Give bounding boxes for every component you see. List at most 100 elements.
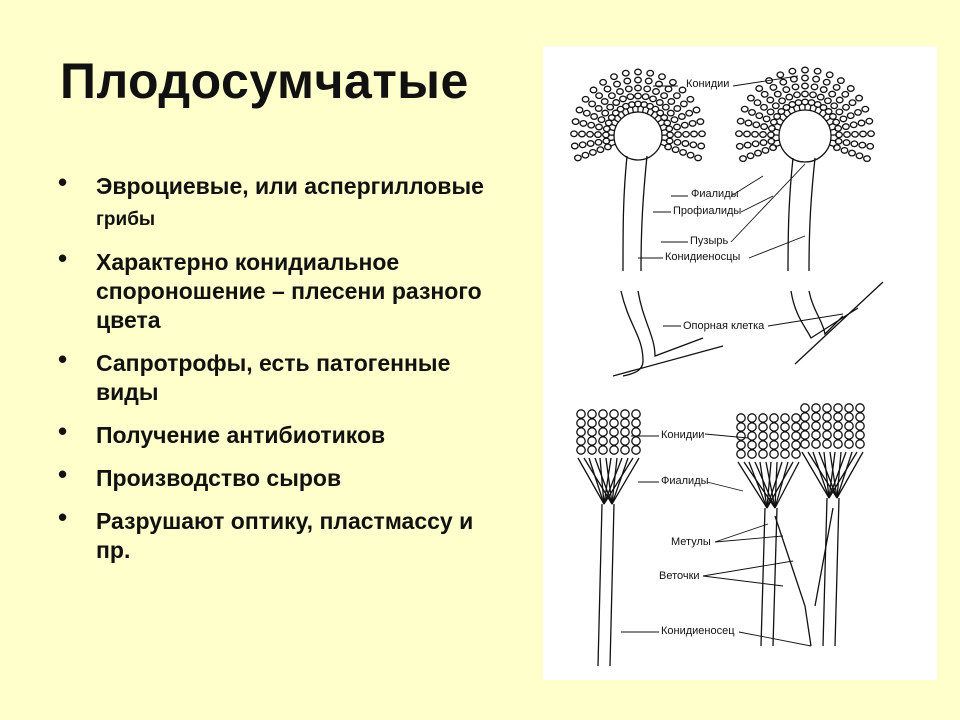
- bullet-dot-icon: •: [58, 502, 68, 532]
- left-penicillium-conidium: [587, 427, 597, 437]
- right-penicillium-b-phialide: [828, 451, 864, 499]
- right-aspergillus-phialide: [829, 144, 836, 148]
- leader-line: [704, 433, 749, 439]
- right-aspergillus-conidium: [760, 123, 769, 131]
- right-penicillium-branch: [774, 507, 834, 647]
- right-aspergillus-phialide: [773, 128, 780, 131]
- label-phialides-bottom: Фиалиды: [661, 475, 709, 487]
- right-aspergillus-conidium: [791, 83, 800, 91]
- right-aspergillus-conidium: [828, 113, 837, 120]
- left-aspergillus-conidium: [664, 85, 673, 93]
- right-aspergillus-phialide: [787, 108, 792, 115]
- right-aspergillus-conidium: [809, 91, 817, 99]
- right-aspergillus-conidium: [771, 102, 780, 110]
- right-aspergillus-conidium: [839, 115, 848, 123]
- right-aspergillus-phialide: [798, 104, 801, 111]
- left-aspergillus-conidium: [686, 151, 695, 159]
- right-penicillium-a-conidium: [791, 413, 801, 423]
- left-aspergillus-phialide: [608, 139, 615, 142]
- right-penicillium-b-conidium: [822, 403, 832, 413]
- left-hypha: [612, 345, 724, 377]
- right-aspergillus-conidium: [842, 139, 851, 147]
- right-aspergillus-conidium: [761, 146, 770, 154]
- bullet-text-suffix: грибы: [96, 209, 156, 230]
- right-aspergillus-conidium: [851, 130, 859, 138]
- right-aspergillus-conidium: [746, 94, 755, 102]
- right-penicillium-b-conidium: [811, 439, 821, 449]
- bullet-text: Разрушают оптику, пластмассу и пр.: [96, 508, 474, 563]
- left-aspergillus-conidium: [679, 148, 688, 156]
- left-aspergillus-conidium: [604, 119, 613, 127]
- right-aspergillus-conidium: [746, 152, 755, 160]
- right-aspergillus-conidium: [865, 117, 874, 125]
- fungi-diagram-panel: Конидии Фиалиды Профиалиды Пузырь Кониди…: [543, 46, 937, 680]
- left-penicillium-conidium: [576, 427, 586, 437]
- left-penicillium-conidium: [631, 445, 641, 455]
- left-aspergillus-conidium: [660, 114, 669, 122]
- left-aspergillus-conidium: [570, 130, 578, 138]
- right-aspergillus-conidium: [813, 67, 822, 75]
- left-aspergillus-phialide: [660, 143, 667, 147]
- right-aspergillus-conidium: [735, 130, 743, 138]
- left-penicillium-stalk: [597, 503, 615, 667]
- left-aspergillus-conidium: [575, 106, 584, 114]
- left-aspergillus-phialide: [650, 110, 655, 117]
- right-aspergillus-conidium: [801, 66, 809, 74]
- right-aspergillus-conidium: [773, 90, 782, 98]
- right-aspergillus-conidium: [769, 83, 778, 91]
- right-aspergillus-conidium: [828, 90, 837, 98]
- right-aspergillus-conidium: [859, 130, 867, 138]
- right-stalk: [787, 157, 794, 272]
- left-aspergillus-phialide: [661, 139, 668, 142]
- left-penicillium-phialide: [599, 457, 613, 505]
- left-penicillium-conidium: [598, 418, 608, 428]
- right-penicillium-a-conidium: [769, 413, 779, 423]
- right-aspergillus-conidium: [794, 99, 803, 107]
- left-aspergillus-phialide: [657, 118, 663, 123]
- left-aspergillus-conidium: [586, 130, 594, 138]
- bullet-text: Характерно конидиальное спороношение – п…: [96, 249, 482, 333]
- right-aspergillus-conidium: [819, 104, 828, 111]
- right-aspergillus-conidium: [782, 86, 791, 94]
- left-aspergillus-conidium: [621, 69, 630, 77]
- right-penicillium-a-conidium: [747, 413, 757, 423]
- left-penicillium-conidium: [609, 409, 619, 419]
- right-penicillium-b-conidium: [822, 430, 832, 440]
- right-aspergillus-conidium: [778, 97, 787, 105]
- right-aspergillus-conidium: [855, 94, 864, 102]
- left-aspergillus-conidium: [682, 130, 690, 138]
- right-aspergillus-conidium: [841, 123, 850, 131]
- right-penicillium-b-conidium: [844, 403, 854, 413]
- left-aspergillus-conidium: [619, 95, 627, 103]
- right-foot-cell: [808, 290, 844, 336]
- label-conidia-bottom: Конидии: [661, 429, 704, 441]
- left-aspergillus-phialide: [609, 143, 616, 147]
- right-penicillium-b-conidium: [844, 439, 854, 449]
- right-aspergillus-conidium: [755, 85, 764, 92]
- right-penicillium-b-conidium: [833, 439, 843, 449]
- right-aspergillus-phialide: [778, 117, 785, 122]
- leader-line: [738, 631, 812, 647]
- left-aspergillus-conidium: [660, 92, 669, 100]
- leader-line: [730, 175, 764, 197]
- right-penicillium-a-conidium: [769, 422, 779, 432]
- bullet-item: •Характерно конидиальное спороношение – …: [58, 244, 498, 335]
- left-aspergillus-conidium: [670, 116, 679, 124]
- left-aspergillus-conidium: [601, 109, 610, 117]
- right-penicillium-a-stalk: [760, 507, 778, 647]
- right-penicillium-a-conidium: [769, 449, 779, 459]
- left-aspergillus-conidium: [613, 80, 621, 88]
- right-aspergillus-conidium: [751, 130, 759, 138]
- left-aspergillus-phialide: [641, 106, 645, 113]
- right-aspergillus-conidium: [823, 97, 832, 105]
- left-penicillium-conidium: [598, 427, 608, 437]
- bullet-item: •Получение антибиотиков: [58, 417, 498, 450]
- right-penicillium-a-conidium: [769, 440, 779, 450]
- right-aspergillus-conidium: [812, 75, 821, 83]
- right-penicillium-a-conidium: [780, 413, 790, 423]
- right-penicillium-a-conidium: [747, 431, 757, 441]
- right-aspergillus-conidium: [754, 149, 762, 157]
- fungi-diagram: Конидии Фиалиды Профиалиды Пузырь Кониди…: [570, 66, 884, 667]
- right-aspergillus-conidium: [819, 86, 828, 94]
- right-penicillium-a-conidium: [736, 422, 746, 432]
